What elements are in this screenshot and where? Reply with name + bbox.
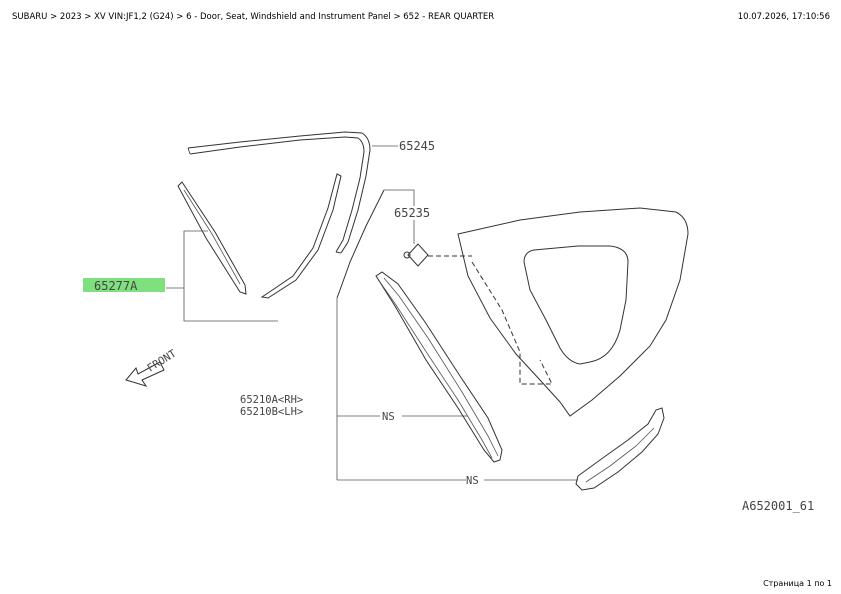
bracket-65277A [166, 230, 278, 322]
ns-label-2: NS [466, 475, 479, 487]
part-65210-weatherstrip[interactable] [375, 271, 503, 463]
part-65235-clip[interactable] [403, 243, 472, 267]
label-65277A[interactable]: 65277A [94, 279, 138, 293]
body-frame [336, 189, 578, 481]
part-65277A-molding[interactable] [177, 181, 247, 295]
breadcrumb: SUBARU > 2023 > XV VIN:JF1,2 (G24) > 6 -… [12, 12, 495, 22]
front-arrow-icon [125, 361, 165, 387]
part-lower-trim[interactable] [575, 407, 665, 491]
leader-65235 [384, 189, 415, 244]
diagram-code: A652001_61 [742, 499, 814, 513]
timestamp: 10.07.2026, 17:10:56 [737, 12, 830, 22]
label-65235[interactable]: 65235 [394, 206, 430, 220]
part-inner-trim[interactable] [260, 173, 342, 299]
part-quarter-glass[interactable] [457, 207, 689, 417]
ns-label-1: NS [382, 411, 395, 423]
label-65245[interactable]: 65245 [399, 139, 435, 153]
part-65245-molding[interactable] [187, 131, 371, 254]
page-info: Страница 1 по 1 [763, 579, 832, 588]
label-65210A[interactable]: 65210A<RH> [240, 394, 303, 406]
highlight-65277A [83, 278, 165, 292]
label-65210B[interactable]: 65210B<LH> [240, 406, 303, 418]
